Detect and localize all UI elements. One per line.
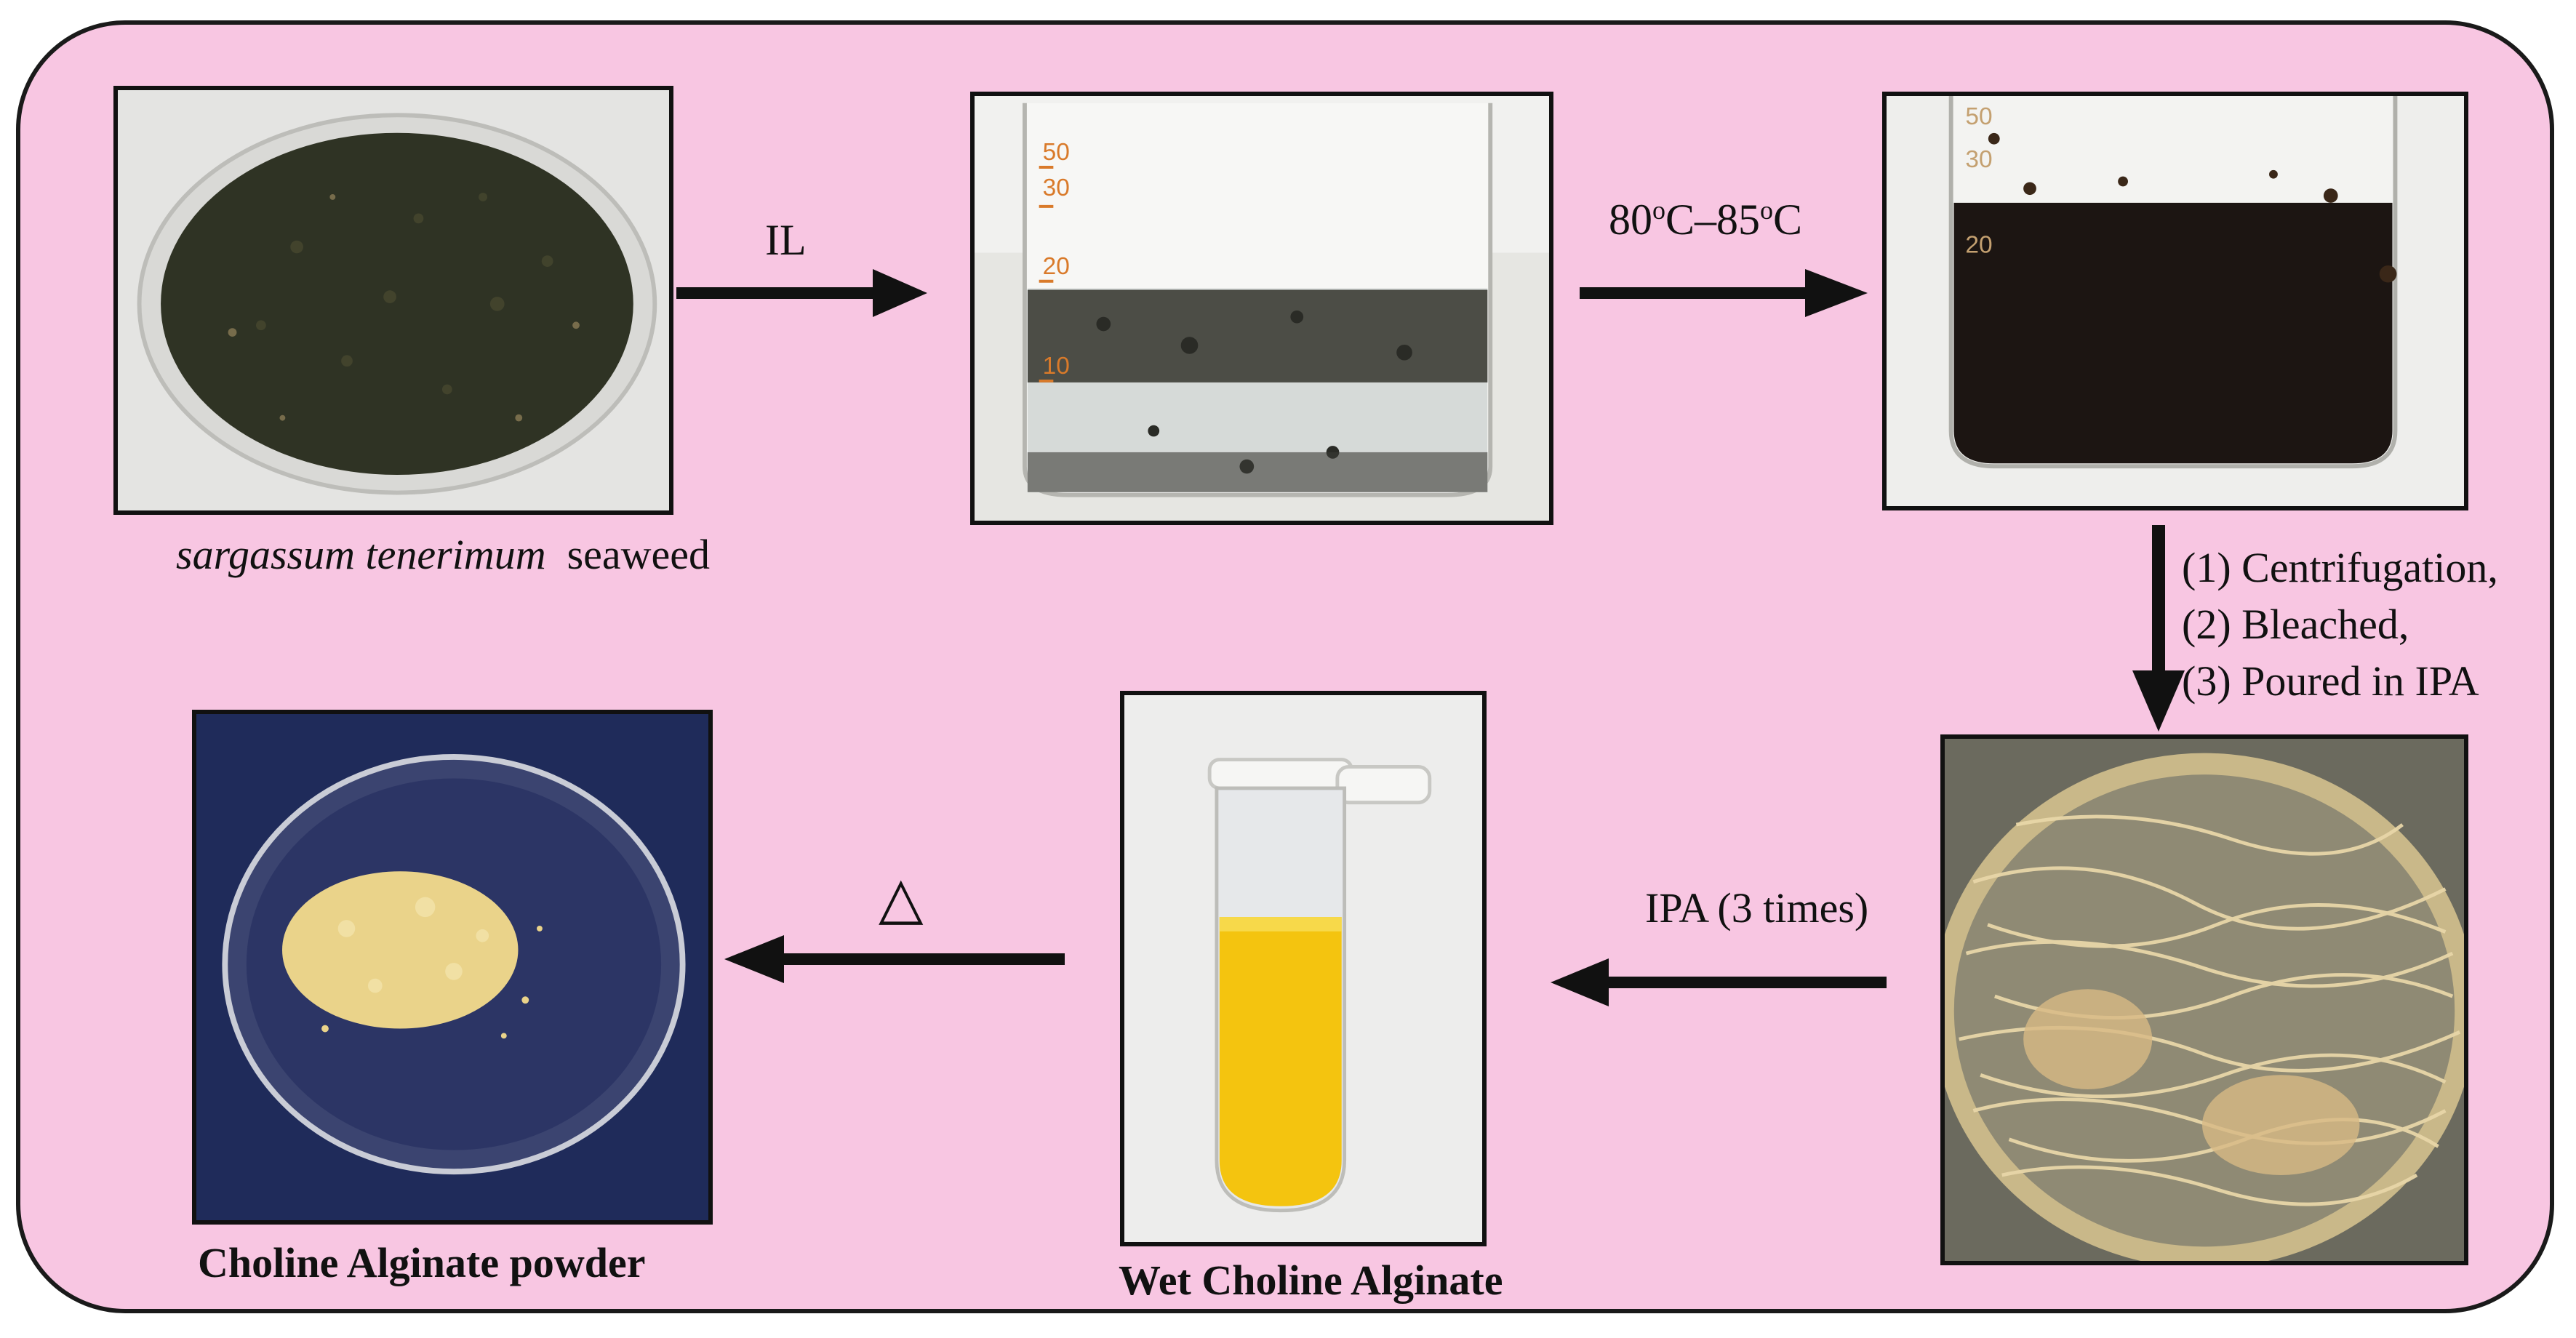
powder-caption: Choline Alginate powder xyxy=(198,1239,646,1286)
step-centrifugation: (1) Centrifugation, xyxy=(2182,544,2498,591)
temp-low-value: 80 xyxy=(1609,196,1652,244)
heated-extract-photo: 50 30 20 xyxy=(1882,92,2468,510)
wet-alginate-photo xyxy=(1120,691,1487,1246)
tube-illustration xyxy=(1124,695,1482,1242)
seaweed-word: seaweed xyxy=(567,531,711,578)
seaweed-caption: sargassum tenerimum seaweed xyxy=(176,534,710,576)
processing-steps-label: (1) Centrifugation, (2) Bleached, (3) Po… xyxy=(2182,540,2498,710)
arrow-right-il xyxy=(676,269,927,317)
seaweed-species-name: sargassum tenerimum xyxy=(176,531,546,578)
arrow-left-ipa xyxy=(1551,958,1887,1006)
beaker2-mark-30: 30 xyxy=(1965,146,1992,173)
beaker1-mark-30: 30 xyxy=(1043,175,1070,201)
beaker2-mark-50: 50 xyxy=(1965,103,1992,130)
fibers-photo xyxy=(1940,734,2468,1265)
arrow-ipa-label: IPA (3 times) xyxy=(1645,884,1869,932)
beaker-il-illustration: 50 30 20 10 xyxy=(975,96,1549,521)
alginate-powder-photo xyxy=(192,710,713,1225)
beaker2-mark-20: 20 xyxy=(1965,232,1992,259)
seaweed-dish-illustration xyxy=(118,90,669,510)
temp-range-mid: C–85 xyxy=(1665,196,1761,244)
arrow-heat-label: 80oC–85oC xyxy=(1609,196,1803,244)
temp-unit: C xyxy=(1773,196,1803,244)
beaker-dark-illustration: 50 30 20 xyxy=(1887,96,2464,506)
beaker1-mark-50: 50 xyxy=(1043,139,1070,166)
beaker1-mark-10: 10 xyxy=(1043,353,1070,380)
beaker1-mark-20: 20 xyxy=(1043,253,1070,280)
step-poured-ipa: (3) Poured in IPA xyxy=(2182,657,2479,705)
wet-alginate-caption: Wet Choline Alginate xyxy=(1119,1257,1503,1304)
alginate-fibers-illustration xyxy=(1945,739,2464,1261)
degree-sup-1: o xyxy=(1652,196,1665,225)
arrow-left-dry xyxy=(724,935,1065,983)
arrow-right-heat xyxy=(1580,269,1868,317)
powder-dish-illustration xyxy=(196,714,708,1220)
step-bleached: (2) Bleached, xyxy=(2182,601,2409,648)
il-beaker-photo: 50 30 20 10 xyxy=(970,92,1553,525)
arrow-down-processing xyxy=(2132,525,2185,732)
seaweed-photo xyxy=(113,86,673,515)
delta-heat-symbol: △ xyxy=(879,867,924,931)
arrow-il-label: IL xyxy=(765,216,807,264)
degree-sup-2: o xyxy=(1760,196,1774,225)
